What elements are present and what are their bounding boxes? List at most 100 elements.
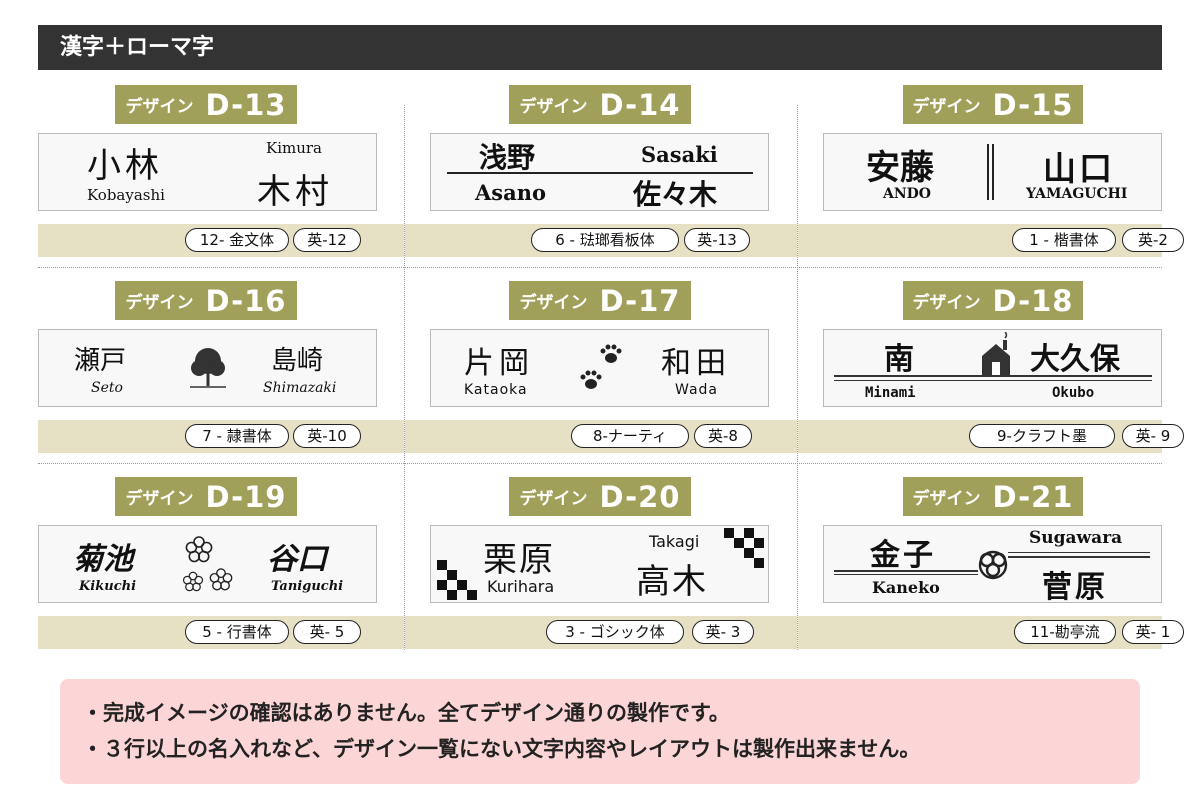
font-badge: 11-勘亭流 (1014, 620, 1116, 644)
design-label: デザイン D-15 (903, 85, 1083, 124)
divider-line (834, 375, 1152, 377)
font-badge: 8-ナーティ (571, 424, 689, 448)
nameplate-preview: 片岡 Kataoka 和田 Wada (430, 329, 769, 407)
roman-name-1: Minami (865, 385, 916, 401)
english-font-badge: 英- 5 (293, 620, 361, 644)
divider-line (1008, 552, 1150, 553)
kanji-name-1: 金子 (870, 538, 936, 573)
notice-line: ・３行以上の名入れなど、デザイン一覧にない文字内容やレイアウトは製作出来ません。 (82, 737, 921, 761)
roman-name-1: Kataoka (464, 382, 528, 398)
design-card-d15[interactable]: デザイン D-15 安藤 ANDO 山口 YAMAGUCHI 1 - 楷書体 英… (798, 80, 1184, 257)
nameplate-preview: 瀬戸 Seto 島崎 Shimazaki (38, 329, 377, 407)
design-grid: デザイン D-13 小林 Kobayashi Kimura 木村 12- 金文体… (38, 80, 1184, 650)
knot-icon (976, 548, 1010, 586)
roman-name-2: Takagi (649, 532, 700, 551)
english-font-badge: 英-10 (293, 424, 361, 448)
design-card-d20[interactable]: デザイン D-20 栗原 Kurihara Takagi 高木 (405, 472, 797, 649)
nameplate-preview: 浅野 Sasaki Asano 佐々木 (430, 133, 769, 211)
roman-name-2: Kimura (266, 139, 323, 157)
design-card-d19[interactable]: デザイン D-19 菊池 Kikuchi (38, 472, 404, 649)
roman-name-1: ANDO (883, 186, 931, 202)
font-badge: 5 - 行書体 (185, 620, 289, 644)
roman-name-1: Asano (475, 180, 546, 205)
kanji-name-1: 片岡 (464, 346, 534, 381)
design-label: デザイン D-21 (903, 477, 1083, 516)
roman-name-1: Seto (91, 380, 123, 396)
roman-name-1: Kurihara (487, 577, 555, 596)
kanji-name-1: 南 (884, 342, 914, 377)
kanji-name-1: 安藤 (866, 148, 934, 188)
design-card-d13[interactable]: デザイン D-13 小林 Kobayashi Kimura 木村 12- 金文体… (38, 80, 404, 257)
roman-name-2: Sasaki (641, 142, 718, 167)
font-info-bar: 1 - 楷書体 英-2 (798, 224, 1184, 257)
english-font-badge: 英-8 (694, 424, 752, 448)
divider-line (1008, 556, 1150, 558)
font-info-bar: 5 - 行書体 英- 5 (38, 616, 404, 649)
kanji-name-1: 栗原 (483, 540, 555, 580)
column-divider (404, 105, 405, 650)
roman-name-2: YAMAGUCHI (1026, 186, 1128, 202)
nameplate-preview: 金子 Sugawara Kaneko 菅原 (823, 525, 1162, 605)
row-divider (38, 463, 1162, 464)
flowers-icon (179, 534, 239, 600)
kanji-name-1: 菊池 (73, 542, 133, 577)
row-divider (38, 267, 1162, 268)
design-label: デザイン D-13 (115, 85, 297, 124)
font-badge: 12- 金文体 (185, 228, 289, 252)
paw-prints-icon (577, 344, 625, 400)
kanji-name-2: 高木 (636, 562, 708, 602)
kanji-name-2: 島崎 (271, 346, 324, 376)
kanji-name-2: 谷口 (267, 542, 327, 577)
font-badge: 1 - 楷書体 (1012, 228, 1116, 252)
kanji-name-2: 山口 (1043, 149, 1115, 188)
kanji-name-2: 菅原 (1042, 570, 1108, 605)
kanji-name-2: 木村 (257, 172, 333, 212)
roman-name-2: Okubo (1052, 385, 1095, 401)
nameplate-preview: 栗原 Kurihara Takagi 高木 (430, 525, 769, 603)
design-label: デザイン D-17 (509, 281, 691, 320)
nameplate-preview: 小林 Kobayashi Kimura 木村 (38, 133, 377, 212)
font-info-bar: 9-クラフト墨 英- 9 (798, 420, 1184, 453)
design-label: デザイン D-19 (115, 477, 297, 516)
nameplate-preview: 菊池 Kikuchi (38, 525, 377, 603)
notice-box: ・完成イメージの確認はありません。全てデザイン通りの製作です。 ・３行以上の名入… (60, 679, 1140, 784)
font-badge: 3 - ゴシック体 (546, 620, 684, 644)
checkered-pattern-icon (437, 560, 477, 604)
kanji-name-2: 佐々木 (633, 178, 718, 211)
nameplate-preview: 安藤 ANDO 山口 YAMAGUCHI (823, 133, 1162, 211)
english-font-badge: 英-12 (293, 228, 361, 252)
nameplate-preview: 南 大久保 Minami Okubo (823, 329, 1162, 407)
font-info-bar: 3 - ゴシック体 英- 3 (405, 616, 797, 649)
notice-line: ・完成イメージの確認はありません。全てデザイン通りの製作です。 (82, 701, 730, 725)
roman-name-1: Kikuchi (79, 579, 137, 594)
english-font-badge: 英-13 (684, 228, 750, 252)
kanji-name-2: 和田 (661, 346, 731, 381)
design-card-d16[interactable]: デザイン D-16 瀬戸 Seto 島崎 Shimazaki 7 - 隷書体 英… (38, 276, 404, 453)
roman-name-2: Shimazaki (263, 380, 337, 396)
divider-line (834, 380, 1152, 381)
kanji-name-1: 瀬戸 (74, 346, 127, 376)
design-card-d14[interactable]: デザイン D-14 浅野 Sasaki Asano 佐々木 6 - 琺瑯看板体 … (405, 80, 797, 257)
checkered-pattern-icon (724, 528, 764, 572)
font-info-bar: 11-勘亭流 英- 1 (798, 616, 1184, 649)
design-card-d17[interactable]: デザイン D-17 片岡 Kataoka 和田 Wada (405, 276, 797, 453)
design-label: デザイン D-20 (509, 477, 691, 516)
font-badge: 7 - 隷書体 (185, 424, 289, 448)
design-card-d18[interactable]: デザイン D-18 南 大久保 Minami Okubo 9-クラフト墨 英- … (798, 276, 1184, 453)
house-icon (978, 331, 1014, 380)
font-info-bar: 6 - 琺瑯看板体 英-13 (405, 224, 797, 257)
font-info-bar: 12- 金文体 英-12 (38, 224, 404, 257)
design-card-d21[interactable]: デザイン D-21 金子 Sugawara Kaneko 菅原 (798, 472, 1184, 649)
roman-name-1: Kaneko (872, 578, 940, 597)
divider-line (834, 574, 978, 575)
english-font-badge: 英- 1 (1122, 620, 1184, 644)
divider-line (834, 570, 978, 572)
design-label: デザイン D-18 (903, 281, 1083, 320)
roman-name-2: Wada (675, 382, 718, 398)
roman-name-1: Kobayashi (87, 186, 165, 204)
double-vertical-line (987, 144, 994, 200)
kanji-name-1: 浅野 (479, 141, 536, 174)
english-font-badge: 英- 3 (692, 620, 754, 644)
font-badge: 9-クラフト墨 (969, 424, 1115, 448)
font-info-bar: 7 - 隷書体 英-10 (38, 420, 404, 453)
